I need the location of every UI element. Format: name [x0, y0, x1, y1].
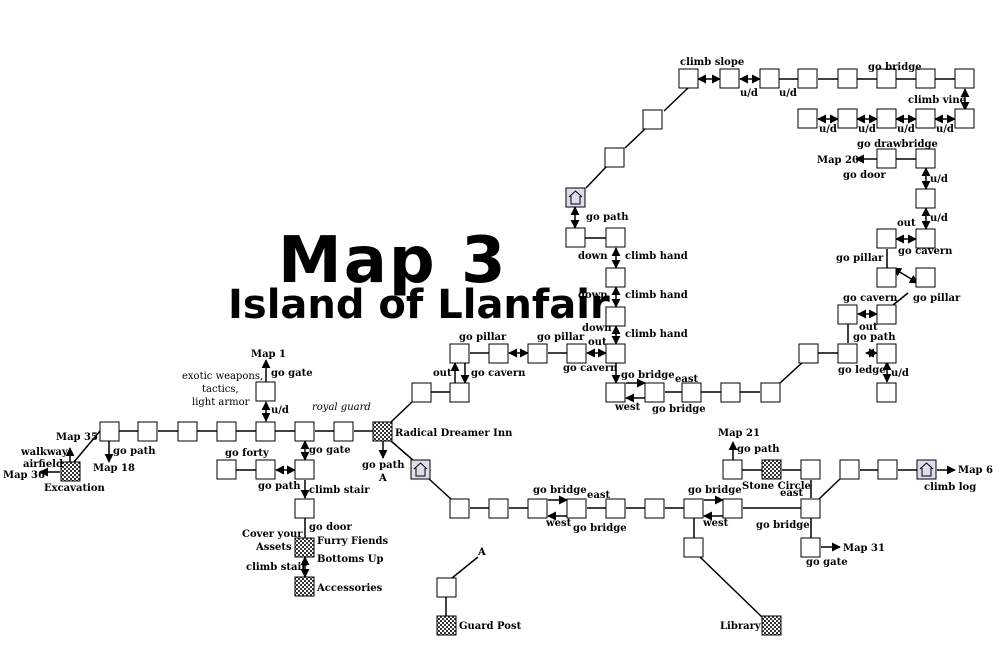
label: go bridge: [533, 485, 587, 496]
map-title: Map 3: [278, 224, 508, 298]
label: go cavern: [843, 293, 898, 304]
label: climb hand: [625, 290, 688, 301]
label: u/d: [271, 405, 289, 416]
label: go path: [113, 446, 156, 457]
label: A: [477, 547, 486, 558]
label: u/d: [897, 124, 915, 135]
label: climb stair: [309, 485, 370, 496]
label: royal guard: [312, 402, 371, 413]
label: Radical Dreamer Inn: [395, 428, 513, 439]
label: go pillar: [537, 332, 585, 343]
label: go bridge: [756, 520, 810, 531]
label: go path: [362, 460, 405, 471]
label: go pillar: [836, 253, 884, 264]
label: Library: [720, 621, 762, 632]
label: light armor: [192, 397, 250, 408]
label: Map 21: [718, 428, 760, 439]
label: go door: [843, 170, 886, 181]
label: down: [578, 251, 608, 262]
label: go cavern: [563, 363, 618, 374]
label: go cavern: [471, 368, 526, 379]
label: Map 18: [93, 463, 135, 474]
label: climb vine: [908, 95, 966, 106]
label: A: [378, 473, 387, 484]
map-subtitle: Island of Llanfair: [228, 282, 610, 328]
label: Map 35: [56, 432, 98, 443]
label: go bridge: [621, 370, 675, 381]
label: west: [545, 518, 572, 529]
label: go path: [737, 444, 780, 455]
label: Map 31: [843, 543, 885, 554]
label: u/d: [891, 368, 909, 379]
label: tactics,: [202, 384, 239, 395]
label: u/d: [779, 88, 797, 99]
label: go bridge: [868, 62, 922, 73]
label: east: [675, 374, 698, 385]
label: Map 1: [251, 349, 286, 360]
shop-rooms: [60, 421, 782, 636]
house-icon: [916, 459, 937, 480]
label: down: [582, 323, 612, 334]
label: go bridge: [688, 485, 742, 496]
label: u/d: [930, 174, 948, 185]
label: west: [614, 402, 641, 413]
label: climb slope: [680, 57, 744, 68]
label: walkway: [20, 447, 69, 458]
connections: [39, 74, 970, 619]
label: go door: [309, 522, 352, 533]
label: go cavern: [898, 246, 953, 257]
label: Map 36: [3, 470, 45, 481]
label: climb hand: [625, 251, 688, 262]
label: Bottoms Up: [317, 554, 383, 565]
label: Assets: [255, 542, 292, 553]
label: airfield: [23, 459, 63, 470]
label: go pillar: [913, 293, 961, 304]
label: Map 20: [817, 155, 859, 166]
label: u/d: [819, 124, 837, 135]
label: west: [702, 518, 729, 529]
label: u/d: [740, 88, 758, 99]
label: east: [780, 488, 803, 499]
label: east: [587, 490, 610, 501]
label: out: [859, 322, 878, 333]
label: exotic weapons,: [182, 371, 263, 382]
label: go forty: [225, 448, 270, 459]
label: Guard Post: [459, 621, 522, 632]
house-icon: [410, 459, 431, 480]
label: go path: [586, 212, 629, 223]
label: go ledge: [838, 365, 886, 376]
label: go gate: [271, 368, 313, 379]
label: Cover your: [242, 529, 303, 540]
label: Furry Fiends: [317, 536, 389, 547]
label: go pillar: [459, 332, 507, 343]
label: go path: [258, 481, 301, 492]
label: Stone Circle: [742, 481, 811, 492]
label: Map 6: [958, 465, 993, 476]
label: out: [588, 337, 607, 348]
label: go bridge: [652, 404, 706, 415]
label: go bridge: [573, 523, 627, 534]
label: go gate: [806, 557, 848, 568]
label: go gate: [309, 445, 351, 456]
label: go drawbridge: [857, 139, 938, 150]
house-icon: [565, 187, 586, 208]
label: climb log: [924, 482, 976, 493]
label: down: [578, 290, 608, 301]
label: go path: [853, 332, 896, 343]
label: out: [897, 218, 916, 229]
label: climb stair: [246, 562, 307, 573]
map-labels: climb slope go bridge u/d u/d climb vine…: [3, 57, 993, 632]
label: out: [433, 368, 452, 379]
label: u/d: [936, 124, 954, 135]
label: climb hand: [625, 329, 688, 340]
rooms: [99, 68, 975, 598]
label: u/d: [930, 213, 948, 224]
label: Excavation: [44, 483, 106, 494]
label: u/d: [858, 124, 876, 135]
label: Accessories: [316, 583, 383, 594]
